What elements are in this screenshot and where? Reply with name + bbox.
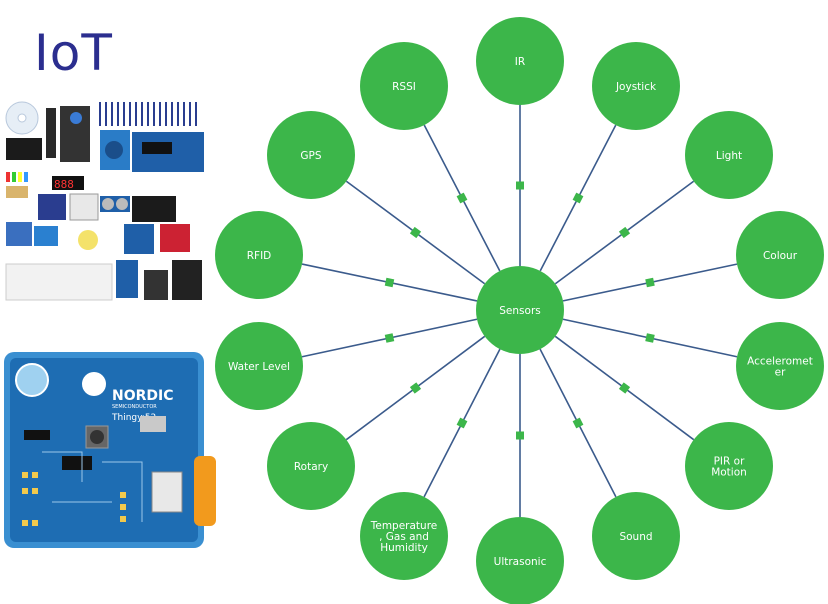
center-node: Sensors: [476, 266, 564, 354]
sensor-node-sound: Sound: [592, 492, 680, 580]
sensor-node-circle-joystick: [592, 42, 680, 130]
sensor-node-gps: GPS: [267, 111, 355, 199]
connector-marker-colour: [645, 277, 655, 288]
sensor-kit-image: 888: [4, 100, 206, 304]
sensor-node-circle-ultrasonic: [476, 517, 564, 604]
sensor-node-label-light: Light: [716, 150, 742, 162]
connector-marker-gps: [409, 226, 422, 239]
connector-marker-pir-or-motion: [618, 382, 631, 394]
thingy-board-image: NORDIC SEMICONDUCTOR Thingy:52: [2, 352, 218, 552]
sensor-node-label-ir: IR: [515, 56, 525, 68]
sensor-node-circle-colour: [736, 211, 824, 299]
sensor-node-rssi: RSSI: [360, 42, 448, 130]
center-node-circle: [476, 266, 564, 354]
sensor-node-colour: Colour: [736, 211, 824, 299]
sensor-node-circle-accelerometer: [736, 322, 824, 410]
sensor-node-circle-water-level: [215, 322, 303, 410]
sensor-node-light: Light: [685, 111, 773, 199]
sensor-node-label-sound: Sound: [619, 531, 652, 543]
sensor-node-rotary: Rotary: [267, 422, 355, 510]
sensor-node-joystick: Joystick: [592, 42, 680, 130]
sensor-node-circle-sound: [592, 492, 680, 580]
connector-marker-rfid: [384, 277, 395, 288]
sensor-node-label-colour: Colour: [763, 250, 798, 262]
sensor-node-circle-temperature-gas-and-humidity: [360, 492, 448, 580]
connector-marker-rotary: [409, 382, 422, 394]
sensor-node-label-rotary: Rotary: [294, 461, 328, 473]
sensor-node-ir: IR: [476, 17, 564, 105]
connector-marker-ir: [516, 181, 524, 190]
sensor-node-circle-ir: [476, 17, 564, 105]
sensor-node-label-gps: GPS: [300, 150, 321, 162]
connector-marker-accelerometer: [645, 333, 655, 343]
sensor-node-circle-gps: [267, 111, 355, 199]
board-brand-subtext: SEMICONDUCTOR: [112, 404, 157, 410]
center-node-label: Sensors: [499, 305, 540, 317]
connector-marker-joystick: [572, 192, 584, 204]
connector-marker-ultrasonic: [516, 431, 524, 440]
board-brand-text: NORDIC: [112, 388, 174, 404]
sensor-node-circle-rssi: [360, 42, 448, 130]
board-model-text: Thingy:52: [111, 413, 156, 423]
connector-marker-temperature-gas-and-humidity: [456, 417, 468, 429]
sensor-node-circle-rfid: [215, 211, 303, 299]
sensor-node-label-joystick: Joystick: [615, 81, 657, 93]
connector-marker-rssi: [456, 192, 468, 204]
page-title: IoT: [34, 24, 113, 82]
sensor-node-label-water-level: Water Level: [228, 361, 290, 373]
sensor-node-water-level: Water Level: [215, 322, 303, 410]
sensor-node-circle-light: [685, 111, 773, 199]
sensor-node-circle-pir-or-motion: [685, 422, 773, 510]
svg-text:888: 888: [54, 178, 74, 191]
connector-marker-sound: [572, 417, 584, 429]
sensor-node-circle-rotary: [267, 422, 355, 510]
sensor-node-label-ultrasonic: Ultrasonic: [494, 556, 547, 568]
sensor-node-ultrasonic: Ultrasonic: [476, 517, 564, 604]
sensor-node-label-rfid: RFID: [247, 250, 272, 262]
connector-marker-water-level: [384, 333, 395, 343]
sensor-node-label-rssi: RSSI: [392, 81, 416, 93]
sensor-node-rfid: RFID: [215, 211, 303, 299]
connector-marker-light: [618, 226, 631, 239]
